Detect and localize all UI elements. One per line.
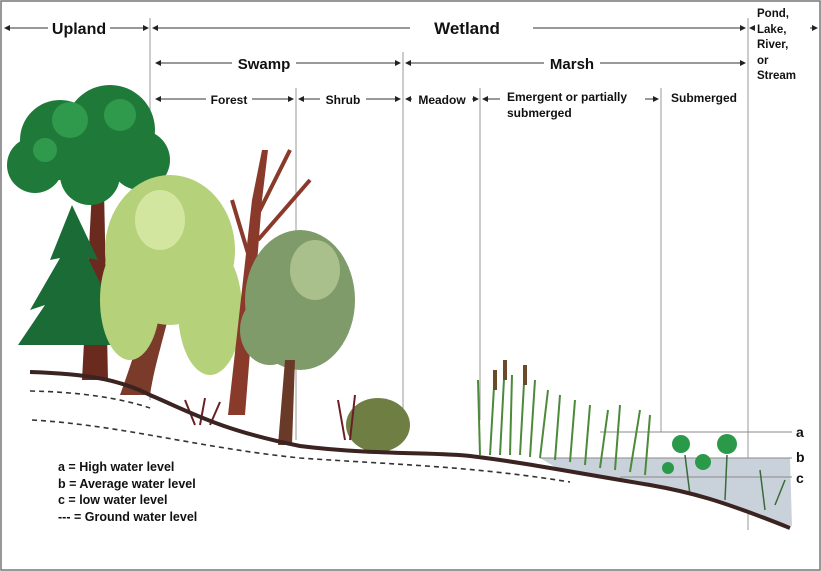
open-water-line: Stream xyxy=(757,70,796,82)
submerged-label: Submerged xyxy=(671,91,737,105)
legend-item-average: b = Average water level xyxy=(58,476,196,491)
level-b-label: b xyxy=(796,449,805,465)
meadow-bush xyxy=(346,398,410,452)
wetland-label: Wetland xyxy=(434,19,500,38)
cattails xyxy=(493,360,527,390)
groundwater-line-upper xyxy=(29,390,151,409)
red-shrubs xyxy=(184,394,356,441)
marsh-label: Marsh xyxy=(550,56,594,73)
zone-arrows xyxy=(4,25,818,102)
ground-surface xyxy=(29,370,791,530)
upland-label: Upland xyxy=(52,21,106,38)
willow-tree xyxy=(100,175,242,395)
shrub-tree xyxy=(240,230,355,445)
legend-item-high: a = High water level xyxy=(58,460,175,474)
emergent-reeds xyxy=(477,359,651,476)
open-water-line: Lake, xyxy=(757,23,787,36)
submerged-stems xyxy=(684,454,786,511)
water-level-lines xyxy=(540,431,792,478)
open-water-line: Pond, xyxy=(757,8,789,20)
groundwater-line-lower xyxy=(31,419,571,483)
legend-item-groundwater: --- = Ground water level xyxy=(58,509,198,524)
legend-item-low: c = low water level xyxy=(58,493,168,507)
open-water-label: Pond, Lake, River, or Stream xyxy=(757,7,796,85)
swamp-label: Swamp xyxy=(238,56,291,73)
meadow-label: Meadow xyxy=(418,93,466,107)
forest-label: Forest xyxy=(211,93,248,107)
emergent-label-line1: Emergent or partially xyxy=(507,90,627,104)
open-water-line: or xyxy=(757,54,769,67)
submerged-plants xyxy=(662,434,737,474)
emergent-label-line2: submerged xyxy=(507,106,572,120)
legend: a = High water level b = Average water l… xyxy=(58,459,197,525)
level-c-label: c xyxy=(796,470,804,486)
water-body xyxy=(540,458,792,526)
shrub-label: Shrub xyxy=(326,93,361,107)
open-water-line: River, xyxy=(757,39,789,51)
level-a-label: a xyxy=(796,424,804,440)
